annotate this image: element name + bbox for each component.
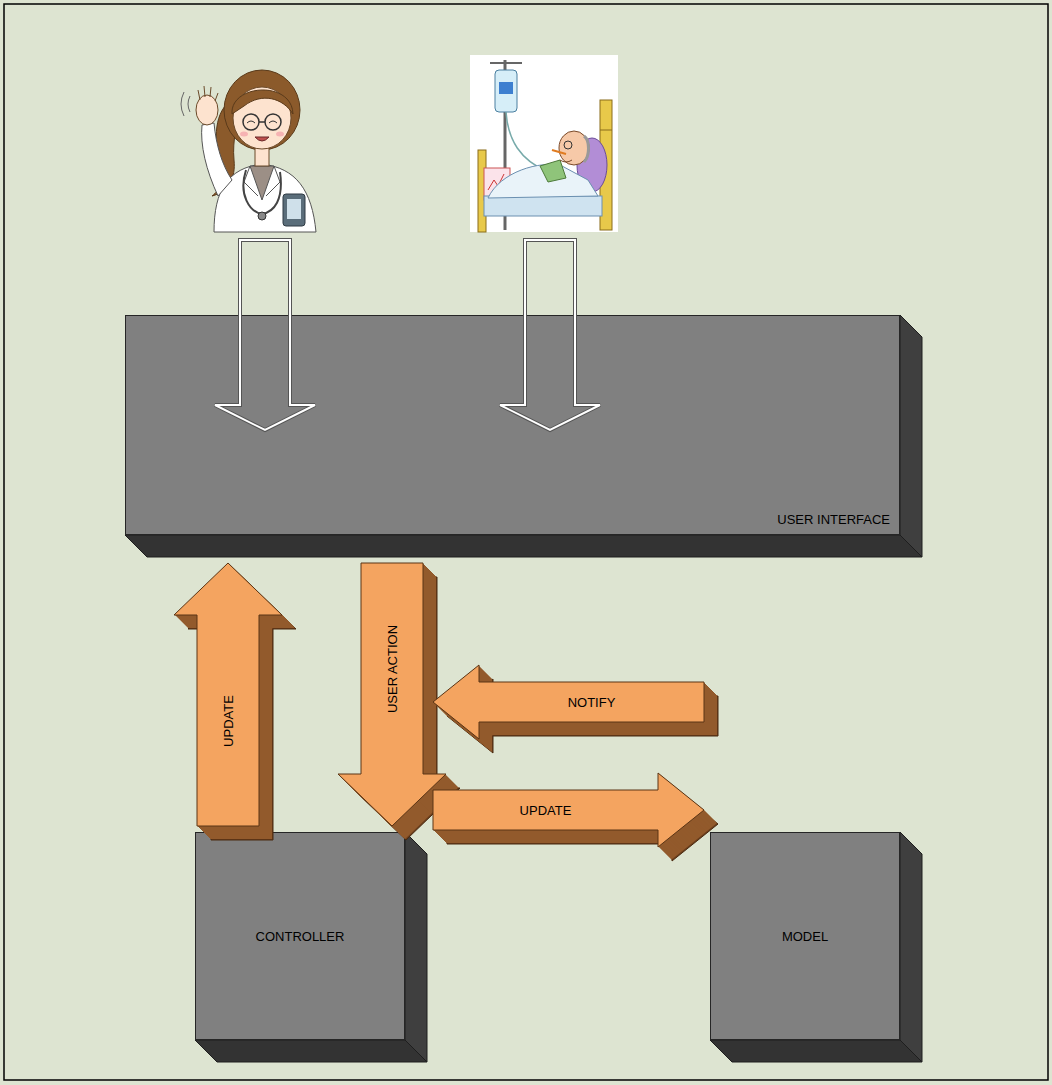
graphic-part: [276, 132, 284, 137]
box-side: [710, 1040, 922, 1062]
graphic-part: [560, 160, 572, 162]
graphic-part: [232, 90, 293, 114]
box-face: [125, 315, 900, 535]
arrow-depth: [434, 666, 705, 740]
graphic-part: [552, 150, 566, 154]
graphic-part: [470, 55, 618, 232]
graphic-part: [196, 95, 218, 125]
graphic-part: [258, 212, 266, 220]
graphic-part: [255, 137, 269, 141]
box-texts: USER INTERFACE: [777, 512, 890, 527]
box-texts: MODEL: [710, 832, 900, 1040]
box-side: [405, 832, 427, 1062]
box-label: CONTROLLER: [256, 929, 345, 944]
graphic-part: [506, 112, 548, 172]
arrow-depth: [175, 564, 283, 827]
layer-box: USER INTERFACE: [125, 315, 900, 535]
flow-arrow: [433, 665, 718, 753]
graphic-part: [495, 70, 517, 112]
graphic-part: [259, 121, 265, 123]
component-box: MODEL: [710, 832, 900, 1040]
graphic-part: [600, 130, 612, 131]
graphic-part: [240, 132, 248, 137]
arrow-depth: [339, 564, 447, 827]
graphic-part: [224, 70, 300, 150]
box-side: [900, 832, 922, 1062]
graphic-part: [559, 131, 589, 165]
graphic-part: [243, 114, 259, 130]
arrow-depth: [434, 774, 705, 848]
arrow-face: [433, 665, 704, 739]
doctor-illustration: [181, 70, 316, 232]
box-label: USER INTERFACE: [777, 512, 890, 527]
graphic-part: [283, 194, 305, 226]
graphic-part: [198, 86, 218, 101]
graphic-part: [540, 160, 566, 182]
graphic-part: [584, 136, 589, 162]
graphic-part: [214, 164, 316, 232]
flow-arrow: [174, 563, 296, 840]
graphic-part: [499, 82, 513, 94]
graphic-part: [250, 166, 274, 200]
graphic-part: [266, 166, 280, 196]
box-side: [125, 535, 922, 557]
box-side: [900, 315, 922, 557]
patient-illustration: [470, 55, 618, 232]
frame: [4, 4, 1048, 1080]
box-side: [195, 1040, 427, 1062]
graphic-part: [490, 62, 522, 64]
graphic-part: [255, 148, 269, 166]
graphic-part: [269, 121, 277, 123]
graphic-part: [247, 121, 255, 123]
component-box: CONTROLLER: [195, 832, 405, 1040]
flow-arrow: [433, 773, 718, 861]
graphic-part: [265, 114, 281, 130]
graphic-part: [484, 196, 602, 216]
graphic-part: [287, 199, 301, 219]
box-texts: CONTROLLER: [195, 832, 405, 1040]
graphic-part: [564, 141, 572, 149]
graphic-part: [202, 123, 232, 196]
graphic-part: [243, 170, 280, 214]
graphic-part: [181, 92, 190, 116]
arrow-face: [338, 563, 446, 826]
arrow-face: [174, 563, 282, 826]
arrow-face: [433, 773, 704, 847]
box-label: MODEL: [782, 929, 828, 944]
